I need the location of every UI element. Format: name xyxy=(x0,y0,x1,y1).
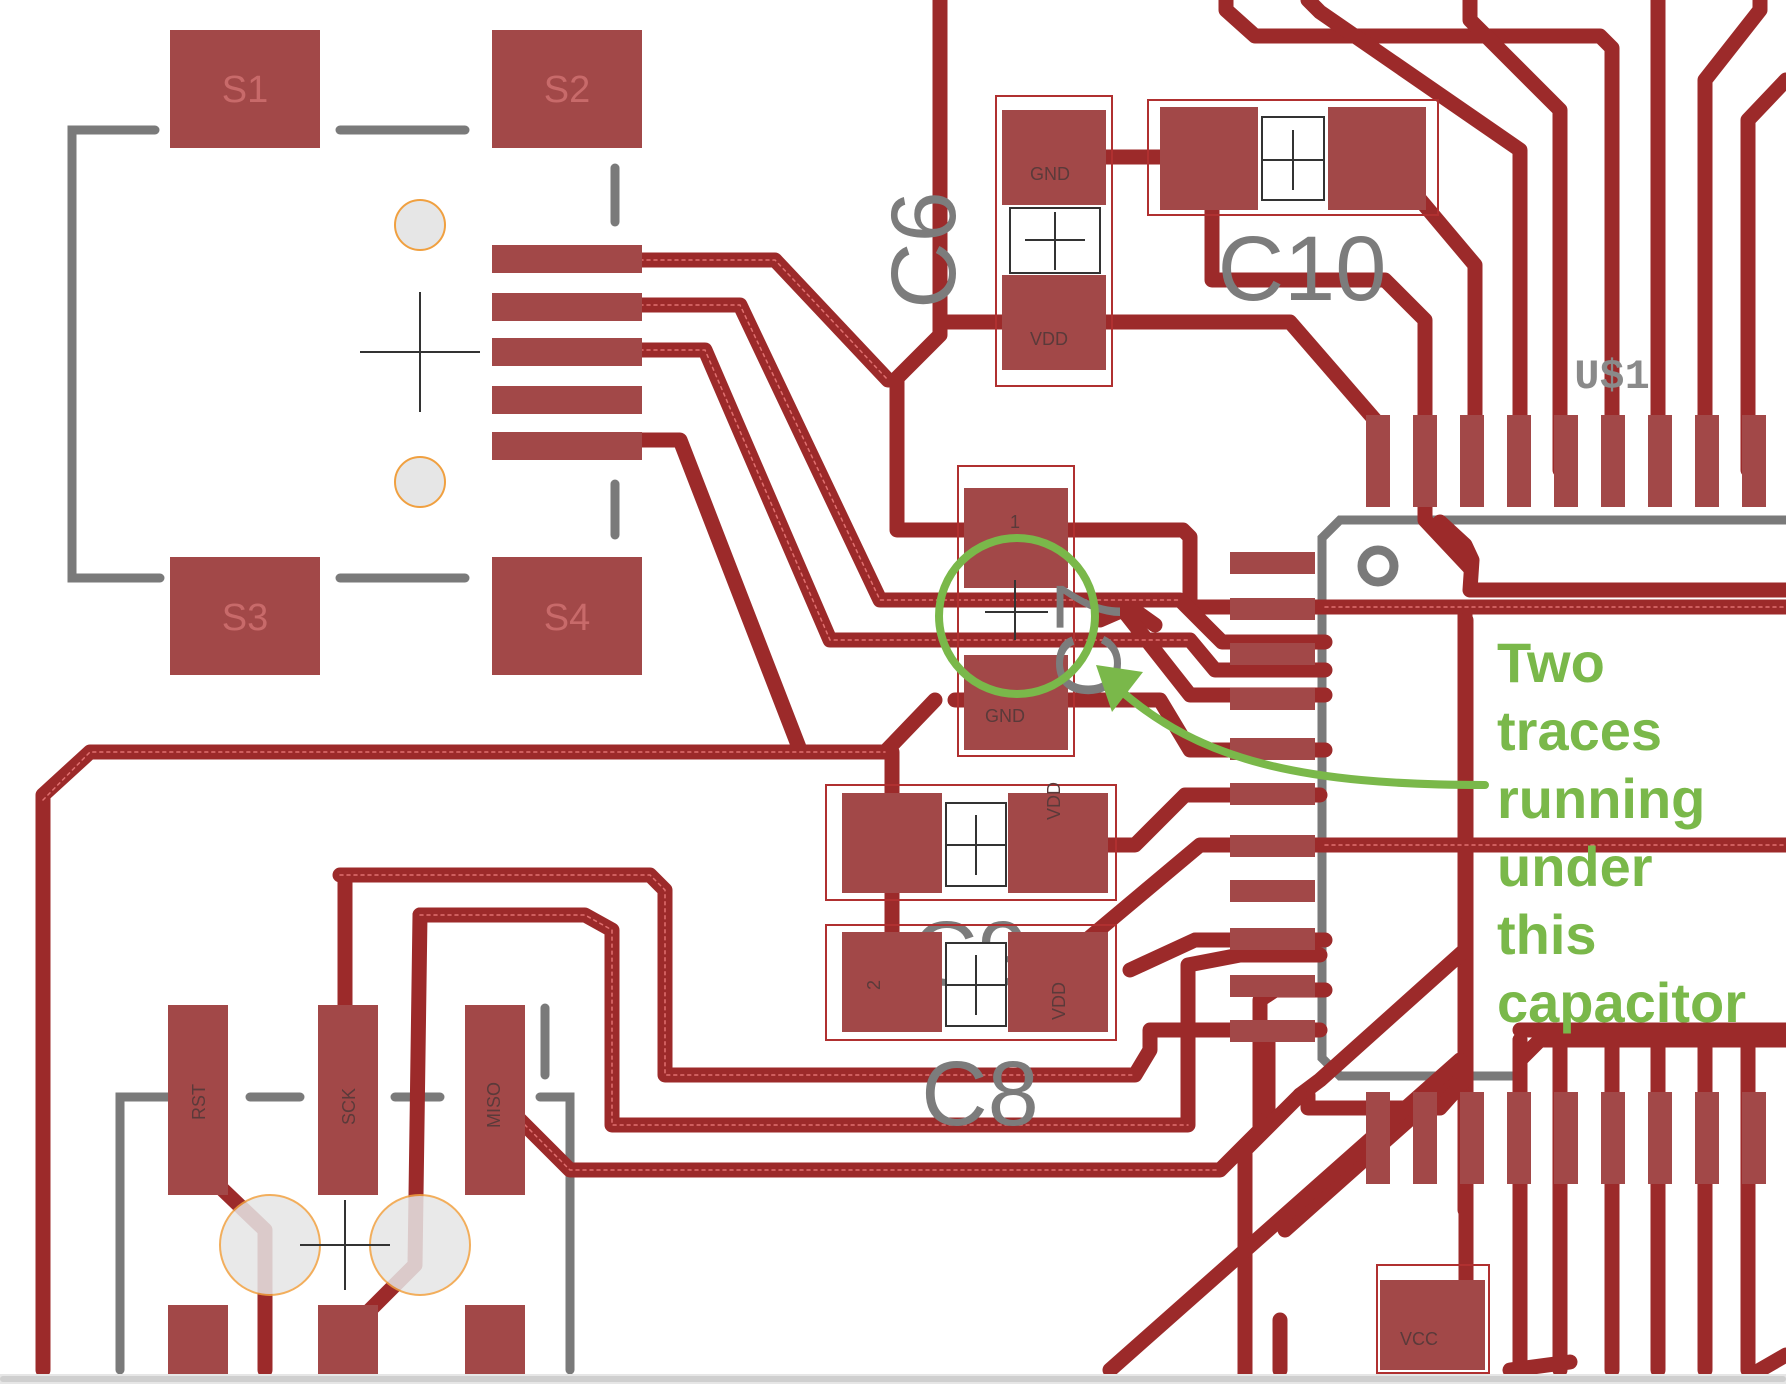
annotation-line-3: running xyxy=(1497,767,1705,830)
usb-connector-pins xyxy=(492,245,642,460)
switch-pad-s2: S2 xyxy=(492,30,642,148)
annotation: Two traces running under this capacitor xyxy=(935,534,1746,1034)
switch-outline xyxy=(67,125,620,583)
c6-label: C6 xyxy=(873,191,975,309)
arrowhead-icon xyxy=(1096,665,1143,712)
switch-pad-s1: S1 xyxy=(170,30,320,148)
ic-left-pins xyxy=(1230,552,1315,1042)
part-vcc: VCC xyxy=(1376,1264,1490,1374)
highlight-circle xyxy=(935,534,1099,698)
c9-pad-label-vdd: VDD xyxy=(1044,782,1064,820)
horizontal-scrollbar[interactable] xyxy=(0,1374,1786,1384)
c8-label: C8 xyxy=(921,1043,1039,1145)
c7-pad-pin1: 1 xyxy=(1010,512,1020,532)
pad-label-s2: S2 xyxy=(544,69,590,111)
switch-pad-s3: S3 xyxy=(170,557,320,675)
capacitor-c7: 1 GND C7 xyxy=(957,465,1140,757)
vcc-pad-label: VCC xyxy=(1400,1329,1438,1349)
ic-label: U$1 xyxy=(1574,353,1650,401)
usb-center-cross xyxy=(360,292,480,412)
annotation-arrow xyxy=(1116,686,1489,789)
c10-label: C10 xyxy=(1218,218,1387,320)
c8-pad-pin2: 2 xyxy=(864,980,884,990)
annotation-line-4: under xyxy=(1497,835,1653,898)
annotation-line-5: this xyxy=(1497,903,1597,966)
switch-pad-s4: S4 xyxy=(492,557,642,675)
scrollbar-thumb[interactable] xyxy=(0,1376,1786,1382)
pad-label-s4: S4 xyxy=(544,597,590,639)
ic-bottom-pins xyxy=(1366,1092,1766,1184)
header-pins: RST SCK MISO xyxy=(168,1005,525,1375)
mounting-hole-top xyxy=(394,199,446,251)
c7-pad-label-gnd: GND xyxy=(985,706,1025,726)
header-label-rst: RST xyxy=(189,1084,209,1120)
annotation-line-2: traces xyxy=(1497,699,1662,762)
header-holes xyxy=(219,1194,471,1296)
pad-label-s3: S3 xyxy=(222,597,268,639)
c6-pad-label-vdd: VDD xyxy=(1030,329,1068,349)
trace-hatching xyxy=(42,259,1786,1171)
capacitor-c8: 2 VDD C8 xyxy=(825,924,1117,1145)
capacitor-c10: C10 xyxy=(1147,99,1439,320)
c8-pad-label-vdd: VDD xyxy=(1049,982,1069,1020)
c6-pad-label-gnd: GND xyxy=(1030,164,1070,184)
header-outline xyxy=(115,1003,575,1375)
annotation-line-1: Two xyxy=(1497,631,1605,694)
header-label-sck: SCK xyxy=(339,1088,359,1125)
pad-label-s1: S1 xyxy=(222,69,268,111)
capacitor-c6: GND VDD C6 xyxy=(873,95,1113,387)
mounting-hole-bottom xyxy=(394,456,446,508)
annotation-line-6: capacitor xyxy=(1497,971,1746,1034)
ic-top-pins xyxy=(1366,415,1766,507)
header-label-miso: MISO xyxy=(484,1082,504,1128)
ic-u1: U$1 xyxy=(1230,353,1766,1184)
